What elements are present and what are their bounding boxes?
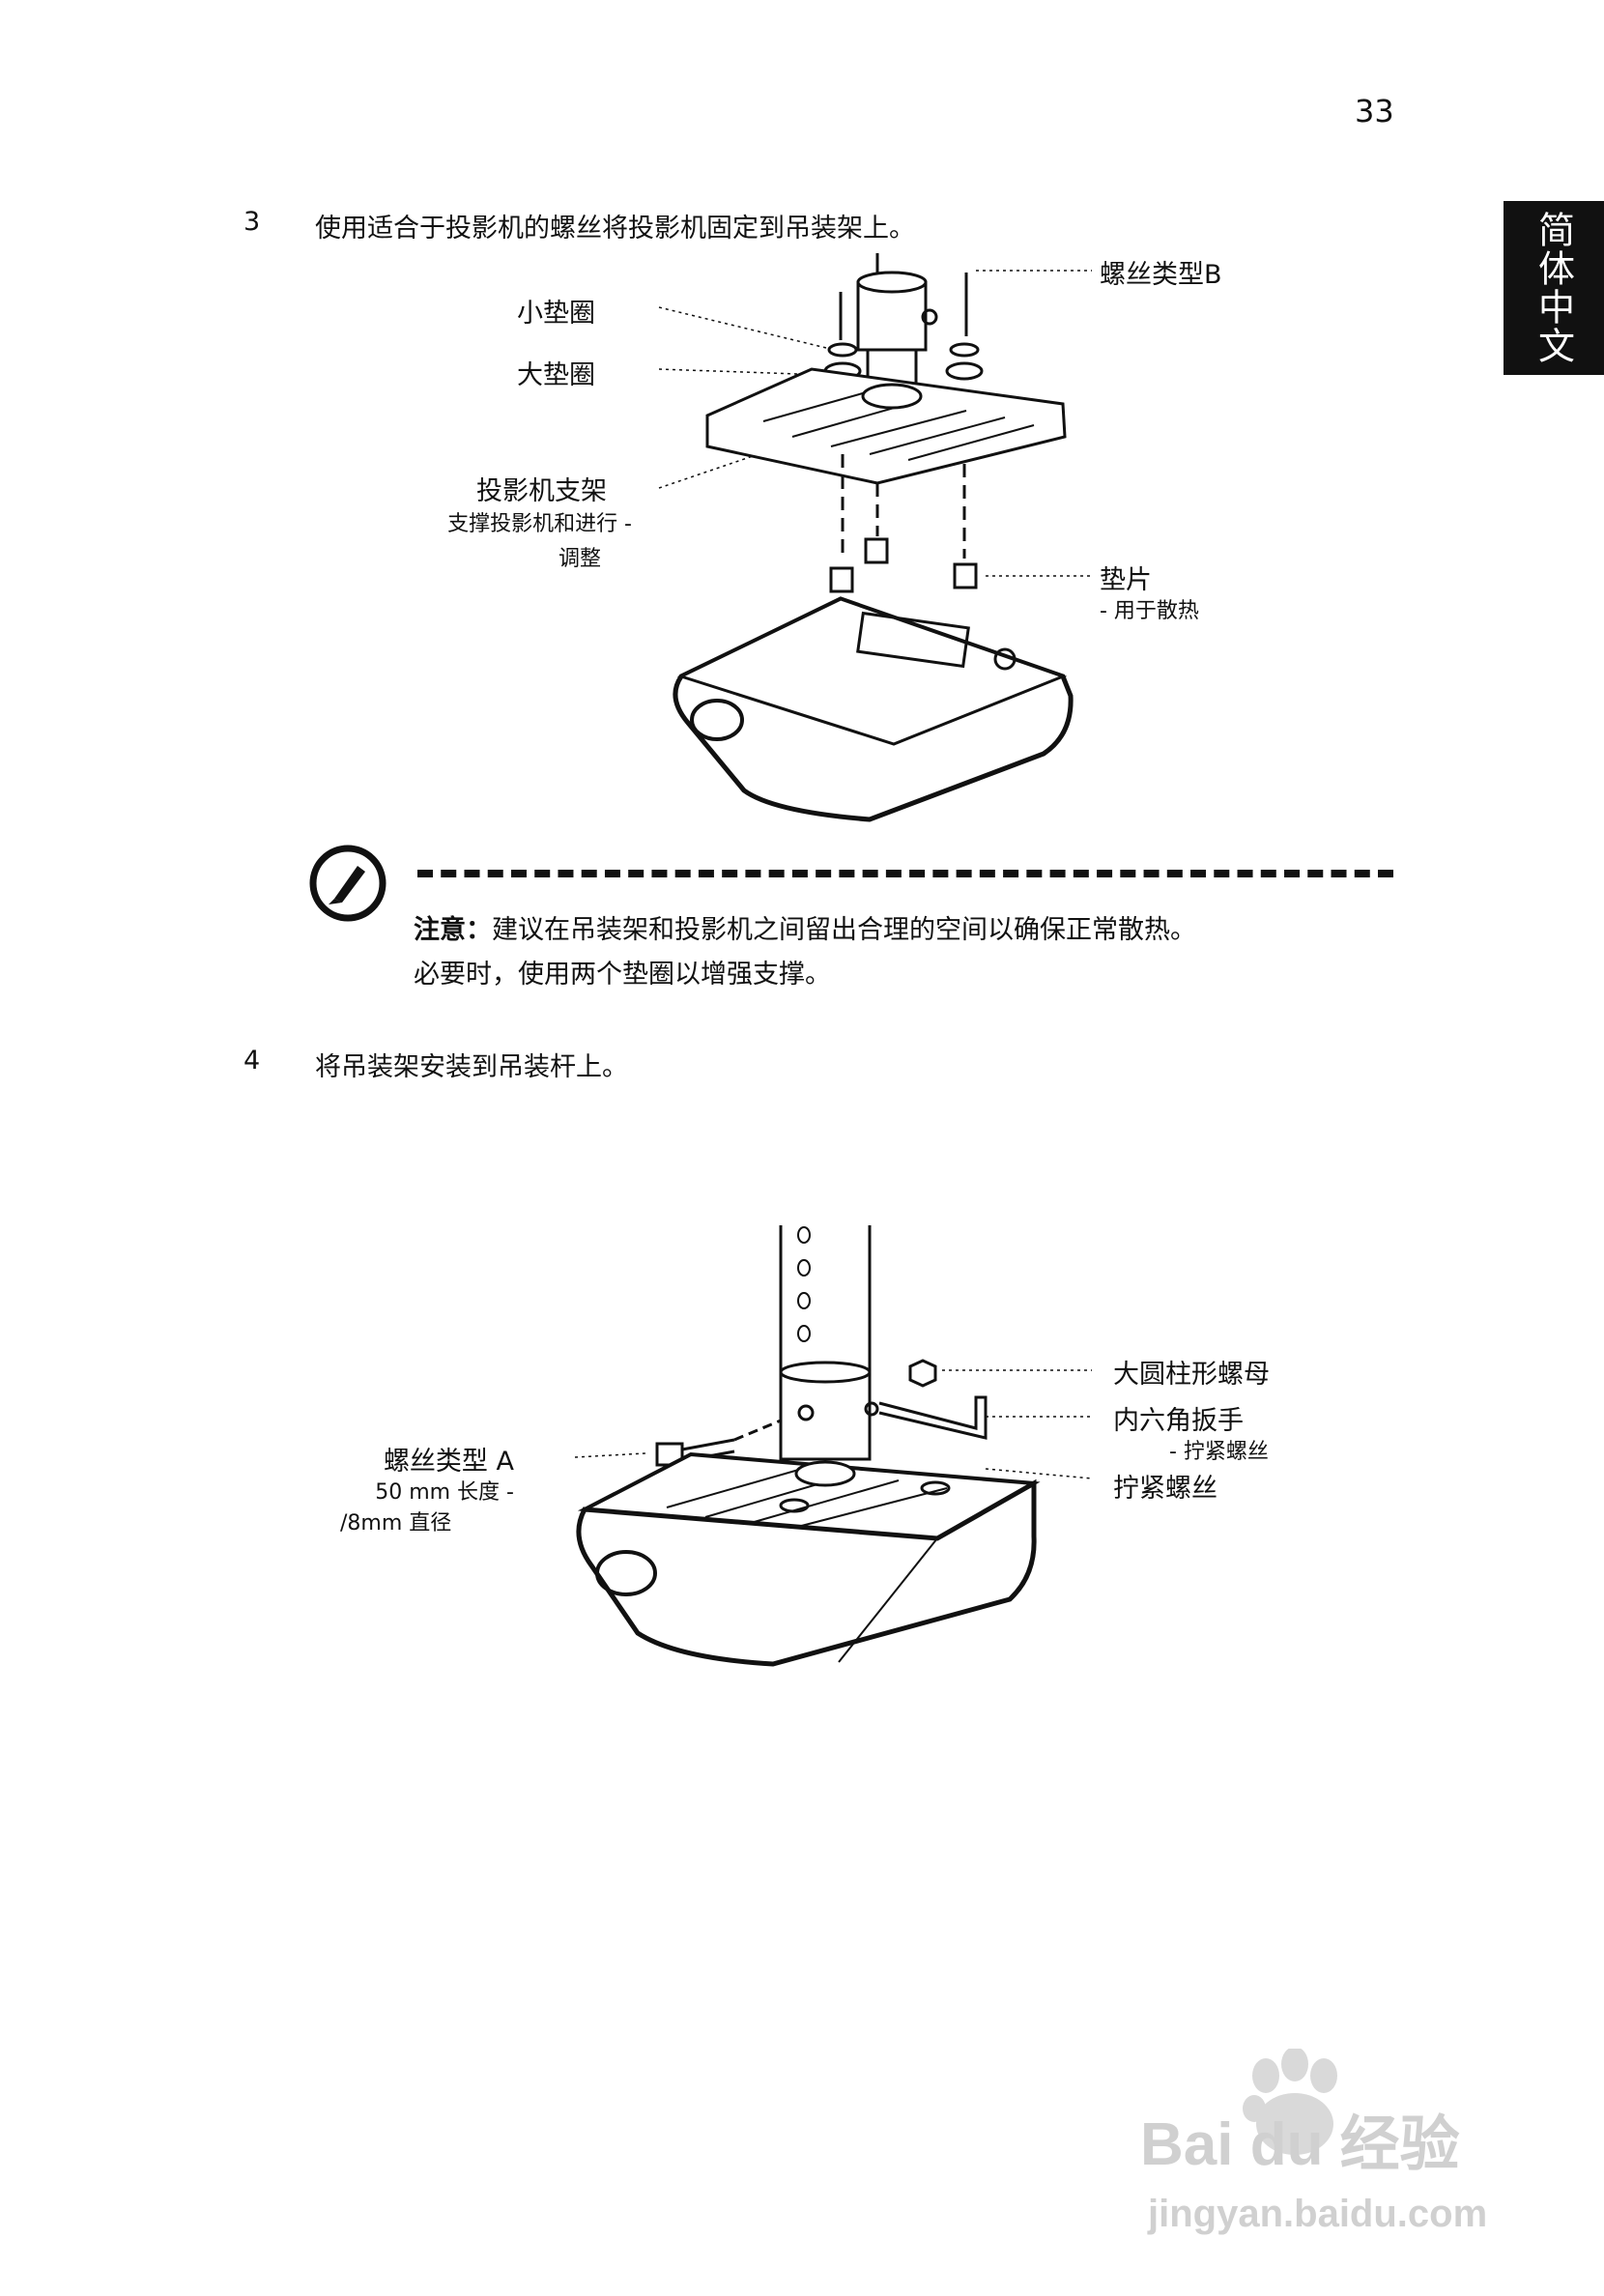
watermark-brand: Bai du 经验	[1140, 2111, 1460, 2178]
baidu-watermark: Bai du 经验 jingyan.baidu.com	[1140, 2047, 1527, 2246]
pen-note-icon	[309, 845, 387, 922]
label-bracket-desc1: 支撑投影机和进行 -	[447, 512, 632, 536]
note-text: 注意：建议在吊装架和投影机之间留出合理的空间以确保正常散热。 必要时，使用两个垫…	[414, 908, 1196, 997]
step-3-number: 3	[243, 207, 261, 237]
label-spacer-title: 垫片	[1100, 565, 1152, 595]
label-large-washer: 大垫圈	[517, 360, 595, 390]
label-hex-wrench-desc: - 拧紧螺丝	[1169, 1440, 1269, 1464]
watermark-url: jingyan.baidu.com	[1147, 2193, 1487, 2235]
label-screw-type-b: 螺丝类型B	[1100, 260, 1222, 290]
label-bracket-title: 投影机支架	[476, 476, 607, 506]
label-screw-a-diameter: /8mm 直径	[340, 1511, 452, 1535]
step-4-text: 将吊装架安装到吊装杆上。	[315, 1052, 628, 1082]
label-tighten-screw: 拧紧螺丝	[1113, 1474, 1217, 1504]
label-bracket-desc2: 调整	[558, 547, 601, 571]
label-screw-type-a: 螺丝类型 A	[383, 1447, 514, 1477]
note-divider	[417, 870, 1393, 877]
page-number: 33	[1355, 93, 1394, 129]
note-bold-label: 注意：	[414, 915, 492, 945]
language-tab: 简体中文	[1504, 201, 1604, 375]
note-line-2: 必要时，使用两个垫圈以增强支撑。	[414, 960, 831, 990]
label-screw-a-length: 50 mm 长度 -	[375, 1480, 514, 1505]
step-3-text: 使用适合于投影机的螺丝将投影机固定到吊装架上。	[315, 214, 915, 244]
baidu-paw-logo: Bai du 经验 jingyan.baidu.com	[1140, 2047, 1487, 2235]
label-hex-wrench: 内六角扳手	[1113, 1406, 1244, 1436]
note-line-1: 建议在吊装架和投影机之间留出合理的空间以确保正常散热。	[492, 915, 1196, 945]
step-4-number: 4	[243, 1046, 261, 1076]
label-small-washer: 小垫圈	[517, 299, 595, 329]
label-spacer-desc: - 用于散热	[1100, 599, 1199, 623]
label-round-nut: 大圆柱形螺母	[1113, 1360, 1270, 1390]
